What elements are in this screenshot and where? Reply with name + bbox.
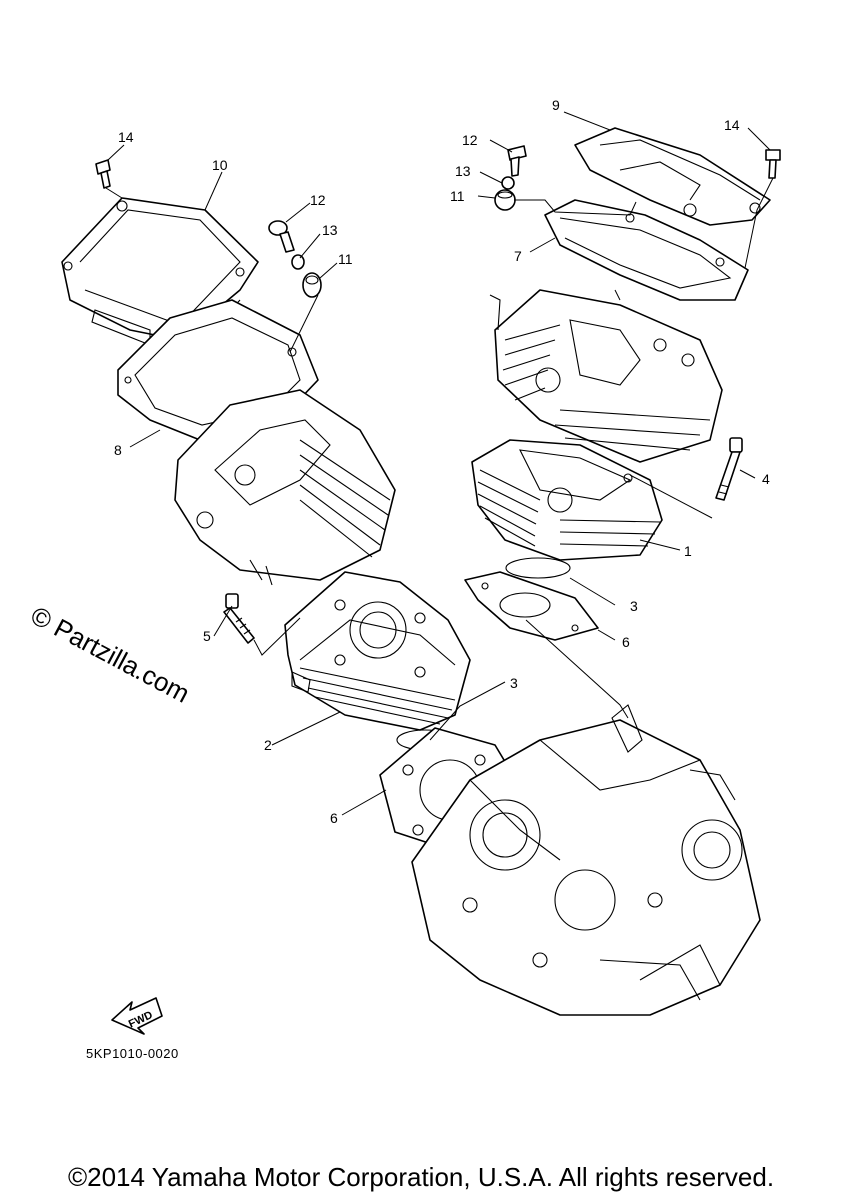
grommet-11-right[interactable] [494, 189, 516, 211]
leader-lines [105, 111, 774, 816]
cylinder-head-right[interactable] [489, 289, 723, 463]
head-cover-gasket-right[interactable] [544, 199, 749, 301]
callout-6-left: 6 [330, 810, 338, 826]
bolt-14-left[interactable] [95, 159, 111, 189]
callout-5: 5 [203, 628, 211, 644]
callout-1: 1 [684, 543, 692, 559]
bolt-14-right[interactable] [765, 149, 781, 179]
callout-2: 2 [264, 737, 272, 753]
callout-11-right: 11 [450, 188, 465, 204]
callout-3-right: 3 [630, 598, 638, 614]
callout-14-left: 14 [118, 129, 134, 145]
callout-6-right: 6 [622, 634, 630, 650]
fwd-arrow-icon: FWD [111, 997, 163, 1035]
cylinder-gasket-right[interactable] [464, 571, 599, 641]
callout-11-left: 11 [338, 251, 353, 267]
diagram-code: 5KP1010-0020 [86, 1046, 179, 1061]
washer-13-left[interactable] [291, 254, 305, 270]
bolt-12-right[interactable] [507, 145, 527, 177]
grommet-11-left[interactable] [302, 272, 322, 298]
callout-7: 7 [514, 248, 522, 264]
cylinder-left[interactable] [284, 571, 471, 731]
callout-14-right: 14 [724, 117, 740, 133]
callout-12-right: 12 [462, 132, 478, 148]
washer-13-right[interactable] [501, 176, 515, 190]
callout-8: 8 [114, 442, 122, 458]
bolt-left-5[interactable] [223, 593, 255, 644]
callout-4: 4 [762, 471, 770, 487]
cylinder-right[interactable] [471, 439, 663, 561]
callout-3-left: 3 [510, 675, 518, 691]
crankcase[interactable] [411, 704, 761, 1016]
bolt-12-left[interactable] [268, 220, 295, 253]
bolt-right-4[interactable] [715, 437, 743, 501]
o-ring-right[interactable] [505, 557, 571, 579]
callout-13-right: 13 [455, 163, 471, 179]
copyright-notice: ©2014 Yamaha Motor Corporation, U.S.A. A… [67, 1162, 775, 1192]
callout-12-left: 12 [310, 192, 326, 208]
callout-13-left: 13 [322, 222, 338, 238]
cylinder-head-left[interactable] [174, 389, 396, 586]
callout-10: 10 [212, 157, 228, 173]
cylinder-head-cover-right[interactable] [574, 127, 771, 226]
callout-9: 9 [552, 97, 560, 113]
